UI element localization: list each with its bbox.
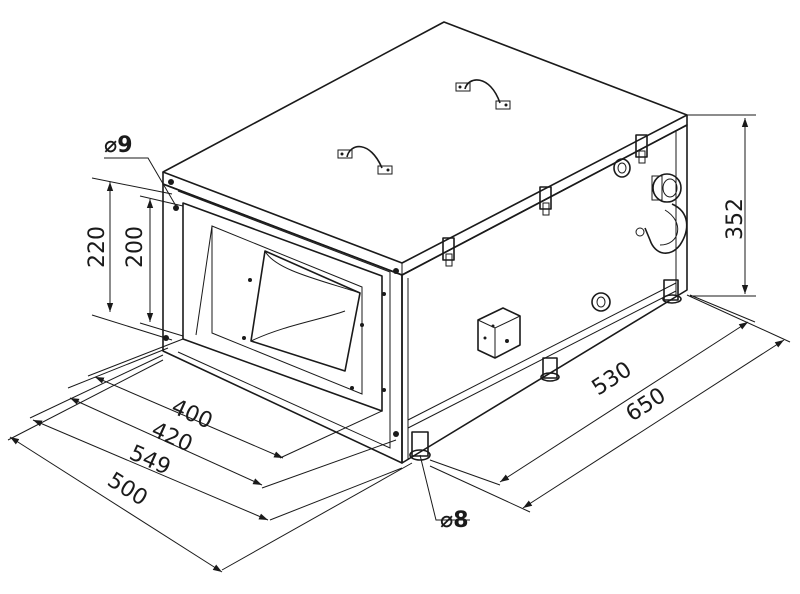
unit-housing [162, 21, 688, 464]
cable-gland-upper [613, 158, 631, 178]
duct-inner [211, 225, 363, 395]
lid-handle-right [455, 79, 511, 110]
dim-height-220: 220 [85, 226, 110, 268]
latch-1 [442, 237, 455, 267]
dim-length-650: 650 [622, 383, 671, 427]
latch-3 [635, 134, 648, 164]
hole-diameter-top: ⌀9 [104, 133, 133, 158]
pressure-switch [635, 173, 688, 254]
duct-opening [182, 202, 383, 412]
dim-height-200: 200 [123, 226, 148, 268]
dimension-lines [7, 114, 791, 573]
dim-width-500: 500 [103, 468, 152, 511]
fan-outlet [250, 250, 361, 372]
hole-diameter-bottom: ⌀8 [440, 508, 469, 533]
side-panel [401, 124, 688, 464]
dim-length-530: 530 [588, 357, 637, 401]
dim-height-352: 352 [723, 198, 748, 240]
latch-2 [539, 186, 552, 216]
lid-handle-left [337, 145, 393, 175]
cable-gland-lower [591, 292, 611, 312]
terminal-box [477, 307, 521, 359]
top-lid [162, 21, 688, 264]
